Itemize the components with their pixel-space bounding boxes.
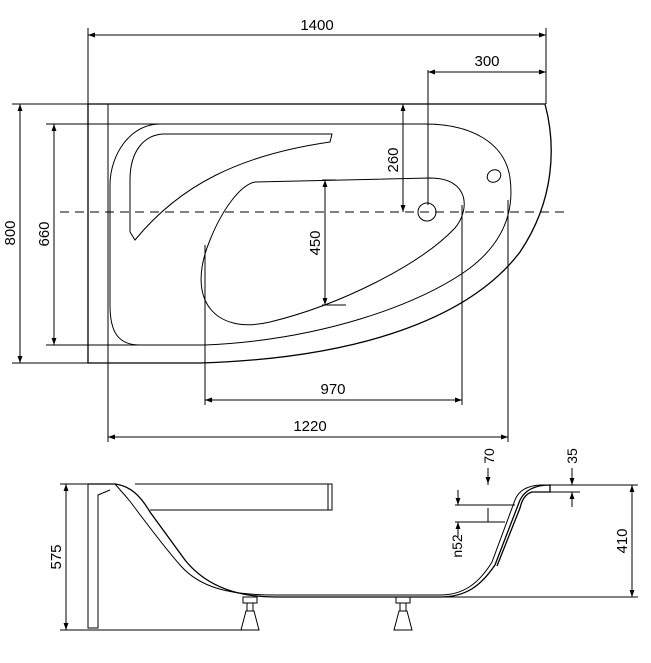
dim-rim-thickness: 35 — [564, 448, 580, 464]
dim-drain-label: n52 — [449, 534, 465, 558]
top-view: 1400 300 260 450 800 660 970 1220 — [2, 17, 568, 442]
dim-overall-height: 575 — [48, 544, 65, 569]
overflow-hole — [486, 169, 502, 183]
dim-inner-width: 660 — [36, 221, 53, 246]
backrest-ledge — [135, 483, 333, 511]
dim-overall-length: 1400 — [300, 17, 333, 34]
side-view: 575 410 70 35 n52 — [48, 448, 638, 631]
foot-left — [240, 596, 260, 631]
foot-right — [393, 596, 413, 631]
backrest-curve — [129, 133, 333, 241]
dim-drain-offset: 300 — [474, 53, 499, 70]
dim-overall-width: 800 — [2, 220, 19, 245]
apron-panel — [87, 484, 111, 629]
dim-inner-length: 970 — [320, 381, 345, 398]
dim-rim-offset: 70 — [481, 448, 497, 464]
basin-floor — [200, 177, 465, 326]
basin-rim — [109, 123, 512, 346]
dim-tub-height: 410 — [614, 528, 631, 553]
dim-inner-depth: 450 — [307, 230, 324, 255]
tub-outline — [87, 103, 552, 364]
tub-side-outline — [88, 483, 551, 598]
tub-inner-wall — [114, 483, 550, 596]
dim-outer-curve-length: 1220 — [293, 418, 326, 435]
dim-drain-to-center: 260 — [385, 147, 402, 172]
